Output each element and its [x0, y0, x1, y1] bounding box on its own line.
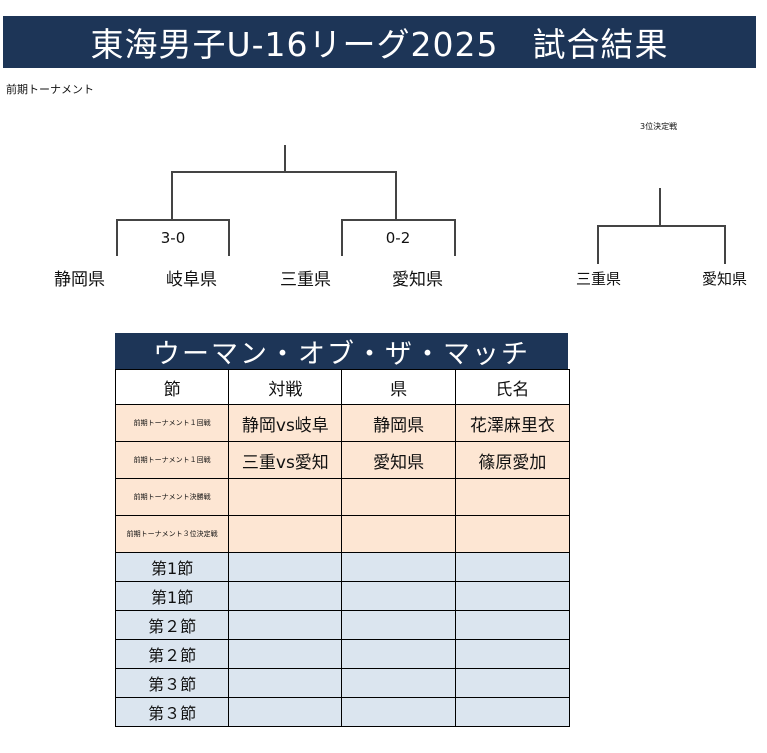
bracket-match1-right — [228, 219, 230, 256]
match1-score: 3-0 — [160, 229, 186, 247]
match-cell — [228, 610, 343, 640]
prefecture-cell — [341, 639, 456, 669]
match1-team-left: 静岡県 — [54, 270, 105, 290]
round-cell: 第３節 — [114, 697, 230, 727]
match-cell — [228, 639, 343, 669]
match-cell — [228, 581, 343, 611]
table-row: 前期トーナメント１回戦 三重vs愛知 愛知県 篠原愛加 — [114, 441, 571, 479]
bracket-final-stem — [284, 145, 286, 172]
table-row: 第３節 — [114, 697, 571, 727]
section-label: 前期トーナメント — [6, 83, 94, 96]
round-cell: 第３節 — [114, 668, 230, 698]
prefecture-cell — [341, 478, 456, 516]
bracket-final-bar — [171, 171, 396, 173]
page-title: 東海男子U-16リーグ2025 試合結果 — [3, 16, 756, 68]
match-cell — [228, 668, 343, 698]
round-cell: 前期トーナメント１回戦 — [114, 441, 230, 479]
table-row: 第２節 — [114, 610, 571, 640]
match2-team-left: 三重県 — [280, 270, 331, 290]
table-row: 第２節 — [114, 639, 571, 669]
match2-team-right: 愛知県 — [392, 270, 443, 290]
bracket-match1-bar — [116, 219, 229, 221]
player-name-cell: 篠原愛加 — [454, 441, 571, 479]
player-name-cell: 花澤麻里衣 — [454, 404, 571, 442]
third-bar — [597, 225, 725, 227]
player-name-cell — [454, 697, 571, 727]
player-name-cell — [454, 552, 571, 582]
round-cell: 前期トーナメント決勝戦 — [114, 478, 230, 516]
round-cell: 第２節 — [114, 639, 230, 669]
table-row: 第３節 — [114, 668, 571, 698]
prefecture-cell — [341, 552, 456, 582]
third-team-right: 愛知県 — [702, 270, 748, 288]
bracket-match2-bar — [341, 219, 455, 221]
player-name-cell — [454, 668, 571, 698]
third-team-left: 三重県 — [576, 270, 622, 288]
prefecture-cell — [341, 610, 456, 640]
third-right — [724, 225, 726, 264]
motm-table: 節 対戦 県 氏名 前期トーナメント１回戦 静岡vs岐阜 静岡県 花澤麻里衣 前… — [114, 369, 571, 727]
table-row: 前期トーナメント決勝戦 — [114, 478, 571, 516]
third-place-label: 3位決定戦 — [640, 122, 678, 131]
header-match: 対戦 — [228, 369, 343, 405]
prefecture-cell — [341, 697, 456, 727]
table-row: 前期トーナメント３位決定戦 — [114, 515, 571, 553]
match-cell — [228, 478, 343, 516]
player-name-cell — [454, 478, 571, 516]
header-name: 氏名 — [454, 369, 571, 405]
match1-team-right: 岐阜県 — [166, 270, 217, 290]
bracket-semi2-stem — [395, 171, 397, 220]
prefecture-cell: 愛知県 — [341, 441, 456, 479]
prefecture-cell — [341, 581, 456, 611]
round-cell: 前期トーナメント１回戦 — [114, 404, 230, 442]
round-cell: 前期トーナメント３位決定戦 — [114, 515, 230, 553]
third-left — [597, 225, 599, 264]
header-prefecture: 県 — [341, 369, 456, 405]
round-cell: 第1節 — [114, 552, 230, 582]
match-cell: 三重vs愛知 — [228, 441, 343, 479]
match-cell — [228, 552, 343, 582]
bracket-match2-left — [341, 219, 343, 256]
bracket-semi1-stem — [171, 171, 173, 220]
header-round: 節 — [114, 369, 230, 405]
prefecture-cell: 静岡県 — [341, 404, 456, 442]
prefecture-cell — [341, 515, 456, 553]
match-cell — [228, 697, 343, 727]
match-cell — [228, 515, 343, 553]
player-name-cell — [454, 610, 571, 640]
motm-title: ウーマン・オブ・ザ・マッチ — [115, 333, 568, 370]
match2-score: 0-2 — [385, 229, 411, 247]
third-stem — [659, 188, 661, 226]
player-name-cell — [454, 581, 571, 611]
prefecture-cell — [341, 668, 456, 698]
bracket-match1-left — [116, 219, 118, 256]
table-header-row: 節 対戦 県 氏名 — [114, 369, 571, 405]
player-name-cell — [454, 515, 571, 553]
player-name-cell — [454, 639, 571, 669]
table-row: 前期トーナメント１回戦 静岡vs岐阜 静岡県 花澤麻里衣 — [114, 404, 571, 442]
match-cell: 静岡vs岐阜 — [228, 404, 343, 442]
bracket-match2-right — [454, 219, 456, 256]
table-row: 第1節 — [114, 552, 571, 582]
round-cell: 第1節 — [114, 581, 230, 611]
round-cell: 第２節 — [114, 610, 230, 640]
table-row: 第1節 — [114, 581, 571, 611]
